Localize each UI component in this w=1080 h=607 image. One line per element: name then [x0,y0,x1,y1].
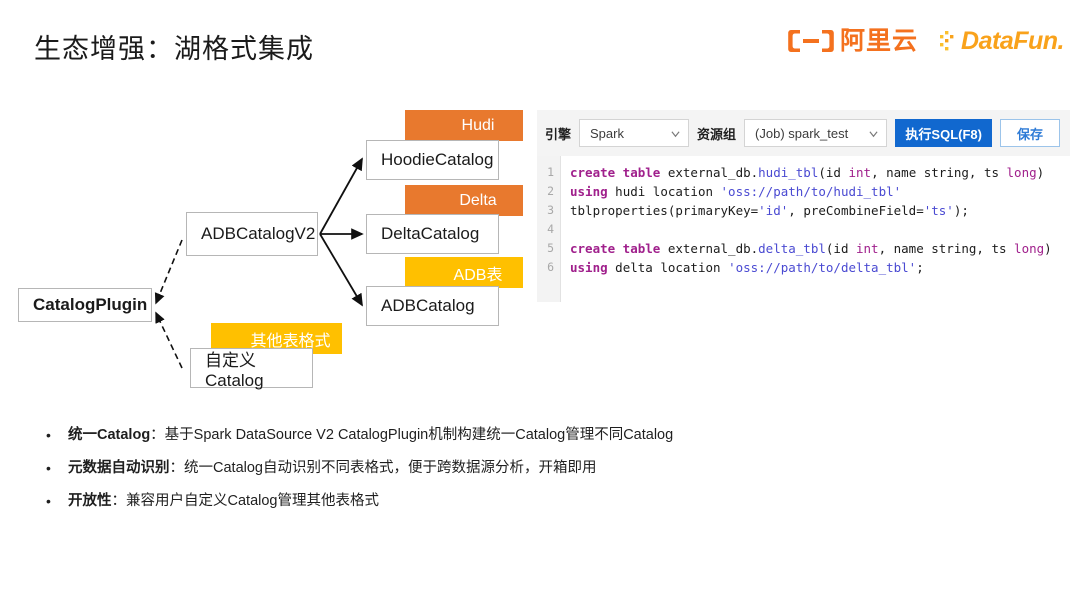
node-adb-catalog-v2-label: ADBCatalogV2 [201,224,316,243]
list-item-strong: 统一Catalog [68,427,151,443]
aliyun-logo-text: 阿里云 [840,26,919,55]
node-catalog-plugin[interactable]: CatalogPlugin [18,288,152,322]
resource-group-select[interactable]: (Job) spark_test [744,119,888,147]
tag-hudi-label: Hudi [461,116,495,134]
code-line: 4 [537,220,1070,239]
engine-select[interactable]: Spark [579,119,690,147]
node-custom-catalog-label: 自定义Catalog [205,350,264,390]
run-sql-button[interactable]: 执行SQL(F8) [895,119,992,147]
tag-adb: ADB表 [405,257,523,288]
line-number: 3 [547,203,554,217]
list-item: • 统一Catalog：基于Spark DataSource V2 Catalo… [46,425,946,445]
line-number-gutter [537,156,561,302]
bullet-dot-icon: • [46,460,51,476]
tag-hudi: Hudi [405,110,523,141]
sql-editor-panel: 引擎 Spark 资源组 (Job) spark_test 执行SQL(F8) … [537,110,1070,302]
datafun-logo-text: DataFun. [961,26,1064,55]
aliyun-logo: 阿里云 [788,28,918,54]
code-line: 3 tblproperties(primaryKey='id', preComb… [537,201,1070,220]
node-delta-catalog[interactable]: DeltaCatalog [366,214,499,254]
code-line: 5 create table external_db.delta_tbl(id … [537,239,1070,258]
list-item-rest: ：兼容用户自定义Catalog管理其他表格式 [111,493,379,509]
tag-other-formats-label: 其他表格式 [250,332,331,350]
tag-delta-label: Delta [459,191,497,209]
code-line-text: create table external_db.delta_tbl(id in… [570,241,1052,256]
list-item-text: 元数据自动识别：统一Catalog自动识别不同表格式，便于跨数据源分析，开箱即用 [68,458,596,478]
code-line: 2 using hudi location 'oss://path/to/hud… [537,182,1070,201]
list-item-text: 开放性：兼容用户自定义Catalog管理其他表格式 [68,491,379,511]
line-number: 5 [547,241,554,255]
engine-label: 引擎 [545,126,572,142]
node-delta-catalog-label: DeltaCatalog [381,224,480,243]
datafun-logo: DataFun. [940,26,1064,55]
resource-group-select-value: (Job) spark_test [755,125,849,141]
code-line-text: create table external_db.hudi_tbl(id int… [570,165,1045,180]
sql-code-area[interactable]: 1 create table external_db.hudi_tbl(id i… [537,156,1070,302]
list-item: • 开放性：兼容用户自定义Catalog管理其他表格式 [46,491,946,511]
chevron-down-icon [869,131,878,138]
logo-row: 阿里云 DataFun. [788,28,1064,54]
bullet-list: • 统一Catalog：基于Spark DataSource V2 Catalo… [46,425,946,524]
node-catalog-plugin-label: CatalogPlugin [33,295,148,314]
list-item-strong: 元数据自动识别 [68,460,170,476]
code-line: 6 using delta location 'oss://path/to/de… [537,258,1070,277]
save-button[interactable]: 保存 [999,119,1060,147]
line-number: 2 [547,184,554,198]
code-line: 1 create table external_db.hudi_tbl(id i… [537,163,1070,182]
save-button-label: 保存 [1016,126,1043,142]
tag-delta: Delta [405,185,523,216]
node-custom-catalog[interactable]: 自定义Catalog [190,348,313,390]
chevron-down-icon [671,131,680,138]
tag-adb-label: ADB表 [453,266,503,284]
aliyun-mark-icon [788,30,834,52]
list-item-rest: ：基于Spark DataSource V2 CatalogPlugin机制构建… [150,427,674,443]
code-line-text: using delta location 'oss://path/to/delt… [570,260,924,275]
line-number: 1 [547,165,554,179]
node-adb-catalog[interactable]: ADBCatalog [366,286,499,326]
code-line-text: using hudi location 'oss://path/to/hudi_… [570,184,902,199]
bullet-dot-icon: • [46,493,51,509]
bullet-dot-icon: • [46,427,51,443]
node-hoodie-catalog-label: HoodieCatalog [381,150,494,169]
datafun-dots-icon [940,31,954,51]
line-number: 6 [547,260,554,274]
list-item-strong: 开放性 [68,493,112,509]
line-number: 4 [547,222,554,236]
resource-group-label: 资源组 [697,126,737,142]
run-sql-button-label: 执行SQL(F8) [905,126,982,142]
node-hoodie-catalog[interactable]: HoodieCatalog [366,140,499,180]
code-line-text: tblproperties(primaryKey='id', preCombin… [570,203,969,218]
list-item: • 元数据自动识别：统一Catalog自动识别不同表格式，便于跨数据源分析，开箱… [46,458,946,478]
list-item-text: 统一Catalog：基于Spark DataSource V2 CatalogP… [68,425,673,445]
sql-editor-toolbar: 引擎 Spark 资源组 (Job) spark_test 执行SQL(F8) … [537,110,1070,156]
catalog-architecture-diagram: Hudi Delta ADB表 其他表格式 CatalogPlugin ADBC… [0,100,540,400]
page-title: 生态增强：湖格式集成 [34,34,314,64]
engine-select-value: Spark [590,125,624,141]
node-adb-catalog-label: ADBCatalog [381,296,475,315]
list-item-rest: ：统一Catalog自动识别不同表格式，便于跨数据源分析，开箱即用 [169,460,597,476]
node-adb-catalog-v2[interactable]: ADBCatalogV2 [186,212,318,256]
